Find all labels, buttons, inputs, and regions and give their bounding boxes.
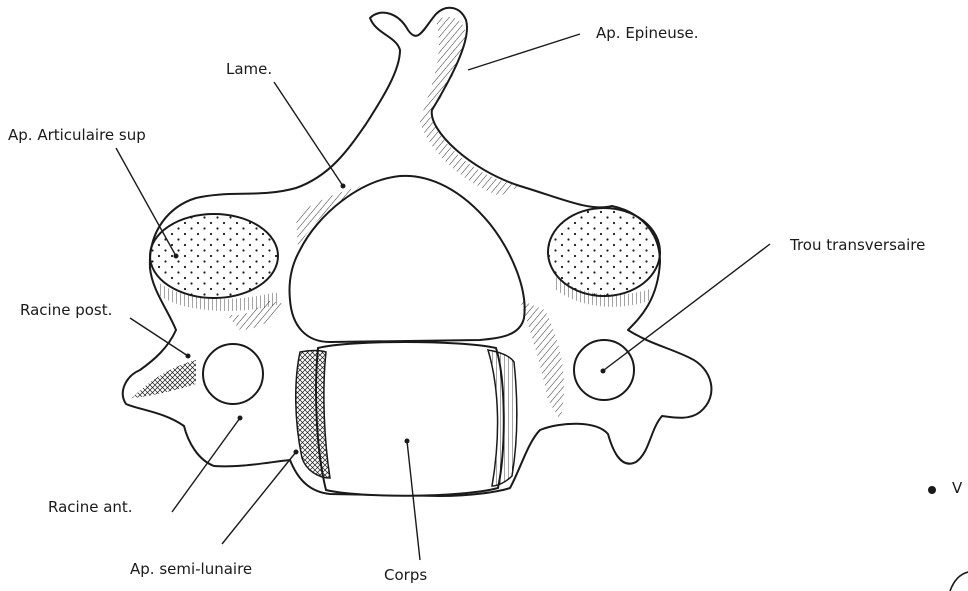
- label-spinous-process: Ap. Epineuse.: [596, 26, 699, 41]
- label-anterior-root: Racine ant.: [48, 500, 133, 515]
- edge-bullet: [928, 486, 936, 494]
- left-transverse-foramen: [203, 344, 263, 404]
- label-transverse-foramen: Trou transversaire: [790, 238, 925, 253]
- right-articular-facet: [548, 208, 660, 296]
- left-articular-facet: [150, 214, 278, 298]
- label-superior-articular: Ap. Articulaire sup: [8, 128, 146, 143]
- label-posterior-root: Racine post.: [20, 303, 112, 318]
- label-uncinate-process: Ap. semi-lunaire: [130, 562, 252, 577]
- label-lamina: Lame.: [226, 62, 272, 77]
- label-body: Corps: [384, 568, 427, 583]
- edge-curve: [950, 572, 968, 591]
- label-edge-text: V: [952, 481, 962, 496]
